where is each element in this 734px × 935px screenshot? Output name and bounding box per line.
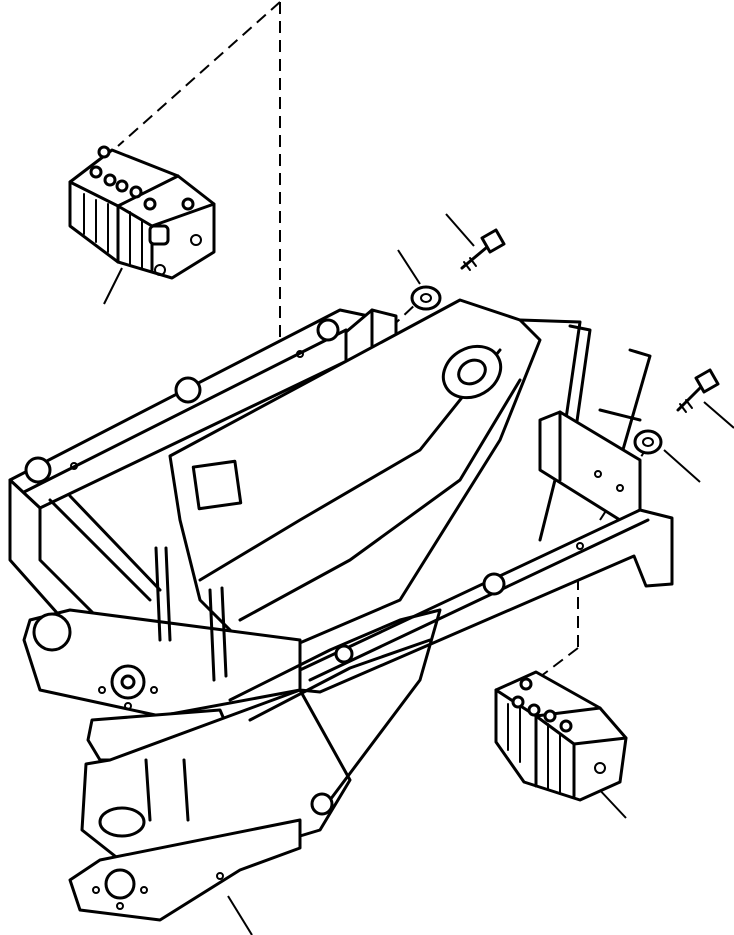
washer-upper: [410, 285, 442, 311]
valve-block-left: [68, 145, 216, 280]
valve-block-left-studs: [89, 145, 195, 211]
valve-block-right-studs: [511, 677, 573, 733]
valve-block-right: [494, 670, 628, 802]
bolt-right: [676, 368, 720, 413]
washer-right: [633, 429, 663, 455]
boom-frame: [8, 298, 674, 922]
leader-lines: [103, 213, 734, 935]
bolt-upper: [460, 228, 506, 271]
